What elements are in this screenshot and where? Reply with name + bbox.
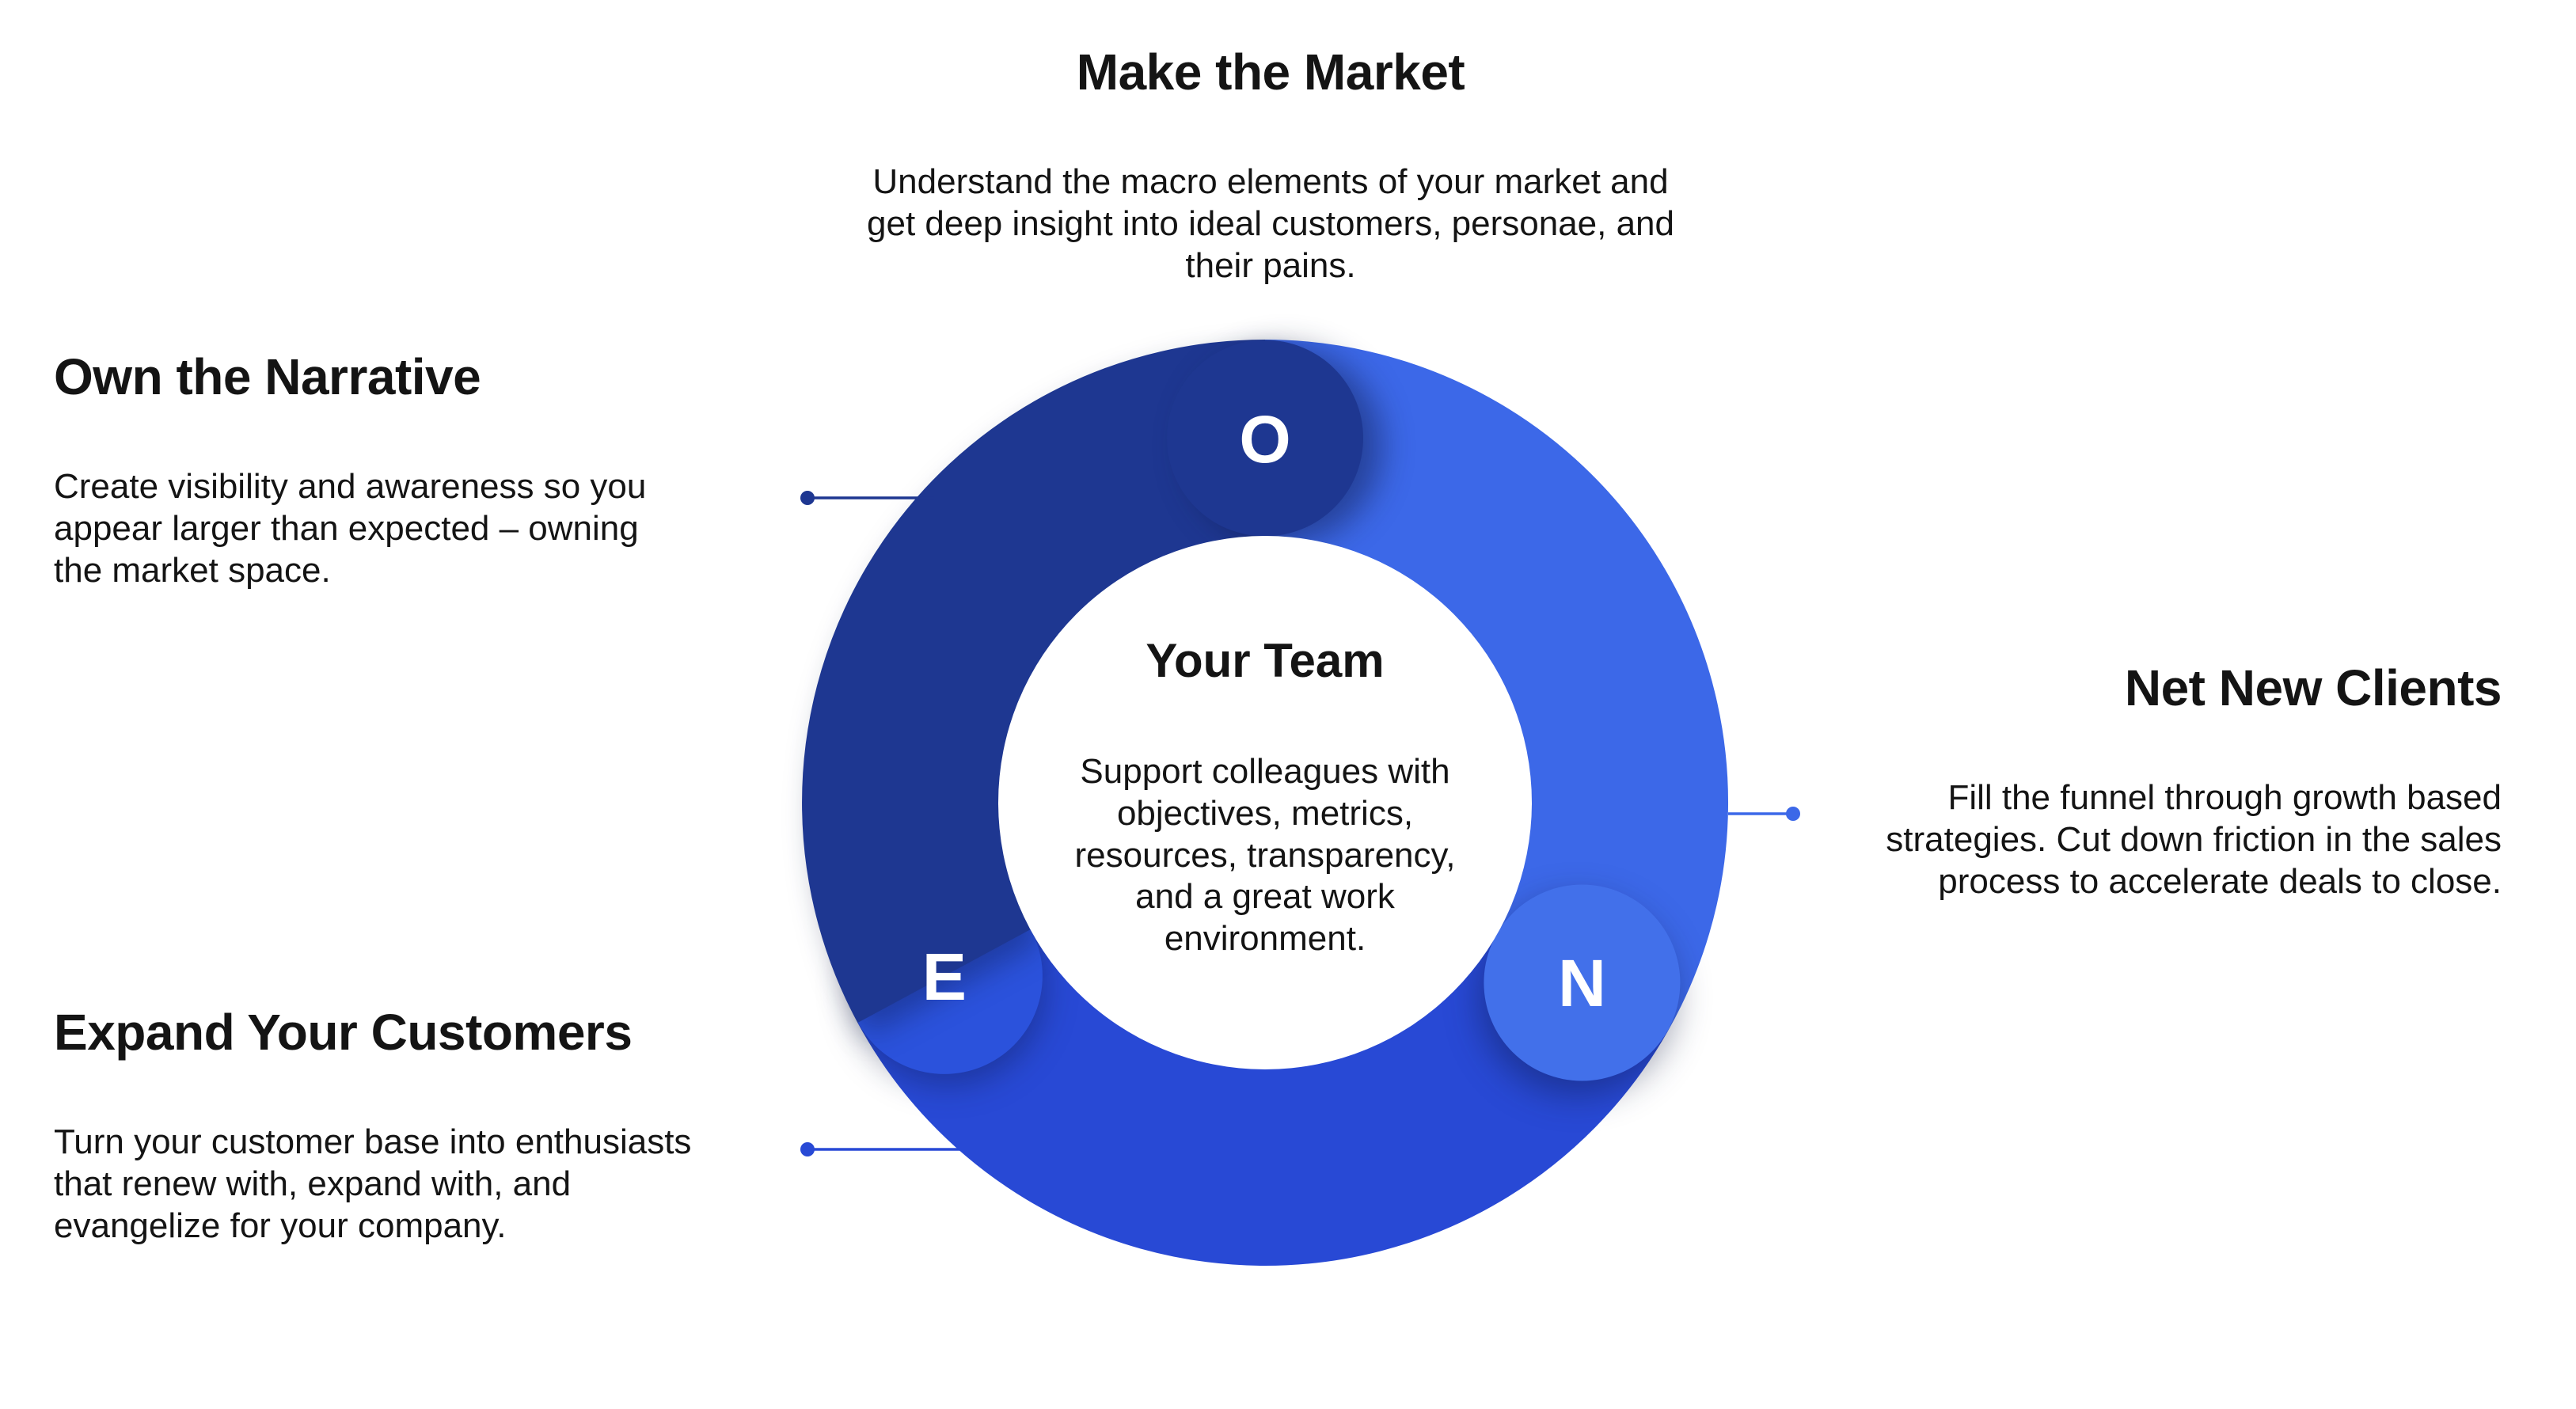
- ring-letter-o: O: [1239, 402, 1290, 477]
- section-expand-your-customers: Expand Your Customers Turn your customer…: [54, 1004, 743, 1247]
- arc-expand-your-customers: [857, 928, 1668, 1266]
- section-body-own-the-narrative: Create visibility and awareness so you a…: [54, 466, 647, 591]
- arc-own-the-narrative: [802, 340, 1267, 1023]
- section-title-make-the-market: Make the Market: [1076, 44, 1465, 101]
- ring-letter-n: N: [1558, 946, 1606, 1020]
- bubble-letter-o: [1167, 340, 1363, 537]
- section-own-the-narrative: Own the Narrative Create visibility and …: [54, 348, 695, 591]
- section-title-net-new-clients: Net New Clients: [2124, 659, 2502, 716]
- section-net-new-clients: Net New Clients Fill the funnel through …: [1805, 659, 2502, 902]
- section-body-make-the-market: Understand the macro elements of your ma…: [867, 161, 1674, 286]
- section-make-the-market: Make the Market Understand the macro ele…: [863, 44, 1678, 287]
- center-label: Your Team Support colleagues with object…: [1051, 633, 1479, 960]
- connector-expand-your-customers-dot: [800, 1142, 815, 1156]
- arc-net-new-clients: [1263, 340, 1728, 1031]
- center-body: Support colleagues with objectives, metr…: [1074, 752, 1456, 959]
- bubble-letter-n: [1484, 884, 1681, 1081]
- connector-own-the-narrative-dot: [800, 491, 815, 505]
- section-title-expand-your-customers: Expand Your Customers: [54, 1004, 633, 1061]
- ring-letter-e: E: [922, 940, 967, 1014]
- ring-center-hole: [998, 536, 1532, 1069]
- section-body-net-new-clients: Fill the funnel through growth based str…: [1886, 777, 2502, 902]
- center-title: Your Team: [1146, 634, 1385, 687]
- connector-net-new-clients-dot: [1786, 807, 1800, 821]
- section-body-expand-your-customers: Turn your customer base into enthusiasts…: [54, 1122, 692, 1246]
- section-title-own-the-narrative: Own the Narrative: [54, 348, 481, 405]
